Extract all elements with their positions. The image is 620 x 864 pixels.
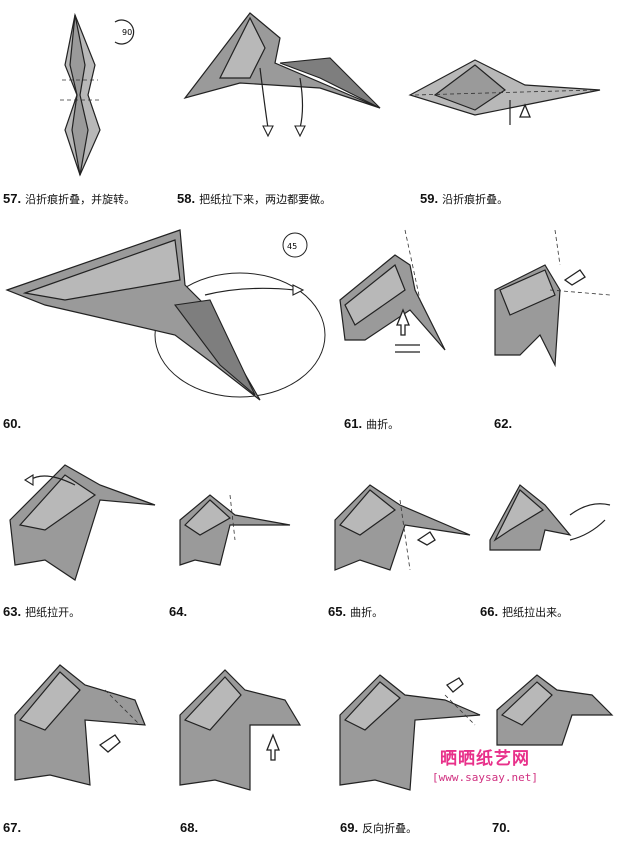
step-69-caption: 69. 反向折叠。 [340,820,417,836]
step-63-caption: 63. 把纸拉开。 [3,604,80,620]
step-instruction: 曲折。 [366,418,399,431]
step-number: 60. [3,416,21,431]
step-58-figure [180,8,390,158]
step-instruction: 曲折。 [350,606,383,619]
step-instruction: 沿折痕折叠，并旋转。 [25,193,135,206]
step-68-figure [175,665,315,800]
step-64-caption: 64. [169,604,191,619]
step-57-figure: 90 [40,10,160,180]
step-67-figure [10,660,160,800]
step-number: 65. [328,604,346,619]
step-64-figure [175,490,295,575]
step-number: 69. [340,820,358,835]
svg-text:45: 45 [287,242,297,251]
svg-text:90: 90 [122,28,132,37]
step-57-caption: 57. 沿折痕折叠，并旋转。 [3,191,135,207]
step-instruction: 把纸拉出来。 [502,606,568,619]
step-60-caption: 60. [3,416,25,431]
step-number: 63. [3,604,21,619]
step-number: 58. [177,191,195,206]
step-61-caption: 61. 曲折。 [344,416,399,432]
watermark-url: [www.saysay.net] [432,771,538,784]
step-58-caption: 58. 把纸拉下来，两边都要做。 [177,191,331,207]
step-59-figure [405,55,605,135]
step-number: 59. [420,191,438,206]
step-70-figure [492,670,617,750]
step-number: 64. [169,604,187,619]
step-instruction: 反向折叠。 [362,822,417,835]
step-instruction: 把纸拉开。 [25,606,80,619]
step-62-caption: 62. [494,416,516,431]
step-60-figure: 45 [5,225,325,405]
step-65-figure [330,480,480,580]
step-65-caption: 65. 曲折。 [328,604,383,620]
site-watermark: 晒晒纸艺网 [www.saysay.net] [432,744,538,784]
step-number: 70. [492,820,510,835]
step-number: 62. [494,416,512,431]
step-number: 61. [344,416,362,431]
step-66-caption: 66. 把纸拉出来。 [480,604,568,620]
step-66-figure [485,480,615,580]
watermark-title: 晒晒纸艺网 [432,744,538,769]
step-number: 66. [480,604,498,619]
step-number: 68. [180,820,198,835]
step-70-caption: 70. [492,820,514,835]
step-instruction: 把纸拉下来，两边都要做。 [199,193,331,206]
step-59-caption: 59. 沿折痕折叠。 [420,191,508,207]
step-62-figure [490,225,615,375]
step-number: 57. [3,191,21,206]
step-68-caption: 68. [180,820,202,835]
step-63-figure [5,460,165,585]
step-number: 67. [3,820,21,835]
step-67-caption: 67. [3,820,25,835]
step-61-figure [335,230,465,360]
step-instruction: 沿折痕折叠。 [442,193,508,206]
